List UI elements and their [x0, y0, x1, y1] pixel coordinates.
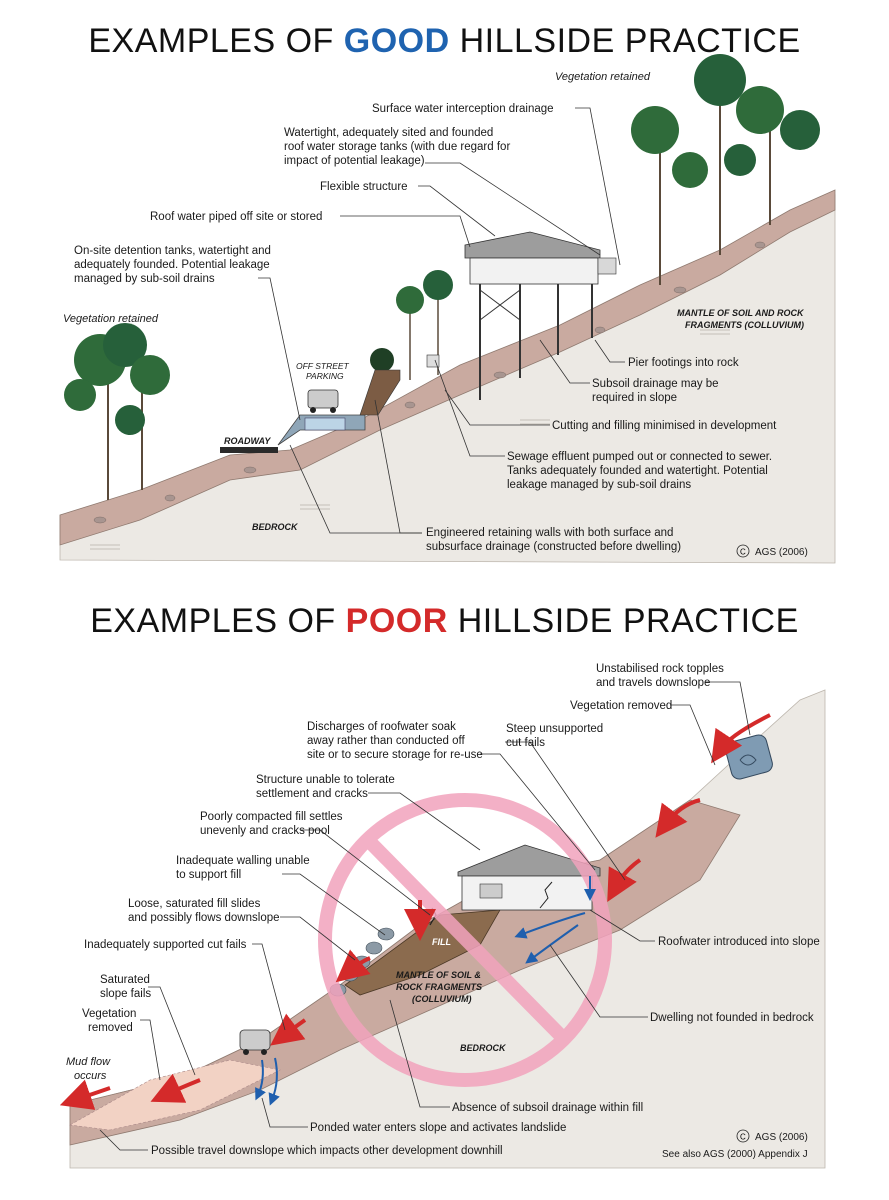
label-vegetation-retained-left: Vegetation retained — [63, 313, 159, 325]
title-suffix: HILLSIDE PRACTICE — [449, 22, 801, 60]
label-detention-line2: adequately founded. Potential leakage — [74, 259, 270, 271]
label-bedrock-poor: BEDROCK — [460, 1043, 507, 1053]
label-discharge-line3: site or to secure storage for re-use — [307, 749, 483, 761]
label-surface-water-drainage: Surface water interception drainage — [372, 103, 554, 115]
label-possible-travel: Possible travel downslope which impacts … — [151, 1145, 503, 1157]
label-saturated-line1: Saturated — [100, 974, 150, 986]
label-parking-line1: OFF STREET — [296, 361, 350, 371]
label-tanks-line3: impact of potential leakage) — [284, 155, 425, 167]
trees-middle — [370, 270, 453, 380]
label-mud-flow-line1: Mud flow — [66, 1056, 111, 1068]
label-structure-line1: Structure unable to tolerate — [256, 774, 395, 786]
poor-practice-title: EXAMPLES OF POOR HILLSIDE PRACTICE — [0, 602, 889, 641]
label-ponded-water: Ponded water enters slope and activates … — [310, 1122, 566, 1134]
label-pier-footings: Pier footings into rock — [628, 357, 739, 369]
label-discharge-line1: Discharges of roofwater soak — [307, 721, 456, 733]
label-bedrock-good: BEDROCK — [252, 522, 299, 532]
title-emphasis-poor: POOR — [345, 602, 448, 640]
label-cutting-filling: Cutting and filling minimised in develop… — [552, 420, 777, 432]
good-practice-title: EXAMPLES OF GOOD HILLSIDE PRACTICE — [0, 22, 889, 61]
label-mantle-poor-line1: MANTLE OF SOIL & — [396, 970, 481, 980]
poor-leader-lines — [99, 681, 751, 1151]
label-detention-line1: On-site detention tanks, watertight and — [74, 245, 271, 257]
label-roof-water-piped: Roof water piped off site or stored — [150, 211, 322, 223]
label-subsoil-line1: Subsoil drainage may be — [592, 378, 719, 390]
bedrock-hatching — [90, 329, 730, 550]
label-tanks-line2: roof water storage tanks (with due regar… — [284, 141, 510, 153]
label-walls-line1: Engineered retaining walls with both sur… — [426, 527, 673, 539]
label-sewage-line3: leakage managed by sub-soil drains — [507, 479, 691, 491]
car-poor — [239, 1029, 271, 1055]
label-mud-flow-line2: occurs — [74, 1070, 107, 1082]
label-vegetation-retained-top: Vegetation retained — [555, 71, 651, 83]
label-steep-cut-line1: Steep unsupported — [506, 723, 603, 735]
label-compacted-line1: Poorly compacted fill settles — [200, 811, 343, 823]
label-structure-line2: settlement and cracks — [256, 788, 368, 800]
title-emphasis-good: GOOD — [343, 22, 450, 60]
label-copyright-poor: AGS (2006) — [755, 1132, 808, 1143]
label-roadway: ROADWAY — [224, 436, 271, 446]
trees-left — [64, 323, 170, 500]
label-tanks-line1: Watertight, adequately sited and founded — [284, 127, 493, 139]
label-sewage-line1: Sewage effluent pumped out or connected … — [507, 451, 772, 463]
label-roofwater-slope: Roofwater introduced into slope — [658, 936, 820, 948]
label-loose-fill-line2: and possibly flows downslope — [128, 912, 280, 924]
label-steep-cut-line2: cut fails — [506, 737, 545, 749]
label-copyright-good: AGS (2006) — [755, 547, 808, 558]
copyright-glyph: C — [740, 548, 746, 557]
label-mantle-poor-line3: (COLLUVIUM) — [412, 994, 472, 1004]
label-compacted-line2: unevenly and cracks pool — [200, 825, 330, 837]
good-leader-lines — [258, 107, 625, 534]
label-walling-line1: Inadequate walling unable — [176, 855, 310, 867]
rock-fragments — [93, 241, 766, 524]
copyright-glyph: C — [740, 1133, 746, 1142]
movement-arrows — [59, 713, 771, 1110]
label-walling-line2: to support fill — [176, 869, 241, 881]
label-topples-line1: Unstabilised rock topples — [596, 663, 724, 675]
house-good — [464, 231, 617, 400]
label-parking-line2: PARKING — [306, 371, 344, 381]
trees-right — [631, 54, 820, 285]
label-mantle-poor-line2: ROCK FRAGMENTS — [396, 982, 482, 992]
copyright-icon — [736, 1129, 750, 1143]
label-discharge-line2: away rather than conducted off — [307, 735, 466, 747]
label-not-founded: Dwelling not founded in bedrock — [650, 1012, 814, 1024]
label-absence-subsoil: Absence of subsoil drainage within fill — [452, 1102, 643, 1114]
house-poor — [429, 844, 601, 926]
label-see-also: See also AGS (2000) Appendix J — [662, 1149, 808, 1160]
good-practice-diagram: Vegetation retained Surface water interc… — [59, 54, 836, 564]
label-fill: FILL — [432, 937, 451, 947]
label-loose-fill-line1: Loose, saturated fill slides — [128, 898, 261, 910]
title-prefix: EXAMPLES OF — [90, 602, 346, 640]
label-vegetation-removed-top: Vegetation removed — [570, 700, 672, 712]
label-walls-line2: subsurface drainage (constructed before … — [426, 541, 681, 553]
label-saturated-line2: slope fails — [100, 988, 151, 1000]
title-prefix: EXAMPLES OF — [88, 22, 344, 60]
title-suffix: HILLSIDE PRACTICE — [447, 602, 799, 640]
label-topples-line2: and travels downslope — [596, 677, 710, 689]
label-mantle-line1: MANTLE OF SOIL AND ROCK — [677, 308, 805, 318]
label-detention-line3: managed by sub-soil drains — [74, 273, 215, 285]
label-subsoil-line2: required in slope — [592, 392, 677, 404]
label-vegetation-removed-line1: Vegetation — [82, 1008, 136, 1020]
label-mantle-line2: FRAGMENTS (COLLUVIUM) — [685, 320, 804, 330]
poor-practice-diagram: Unstabilised rock topples and travels do… — [59, 663, 826, 1169]
parking-structure — [277, 354, 440, 446]
roadway — [220, 447, 278, 453]
label-flexible-structure: Flexible structure — [320, 181, 408, 193]
label-sewage-line2: Tanks adequately founded and watertight.… — [507, 465, 768, 477]
label-inadequate-cut: Inadequately supported cut fails — [84, 939, 247, 951]
copyright-icon — [736, 544, 750, 558]
water-arrows — [255, 876, 596, 1106]
prohibition-sign — [318, 793, 612, 1087]
label-vegetation-removed-line2: removed — [88, 1022, 133, 1034]
